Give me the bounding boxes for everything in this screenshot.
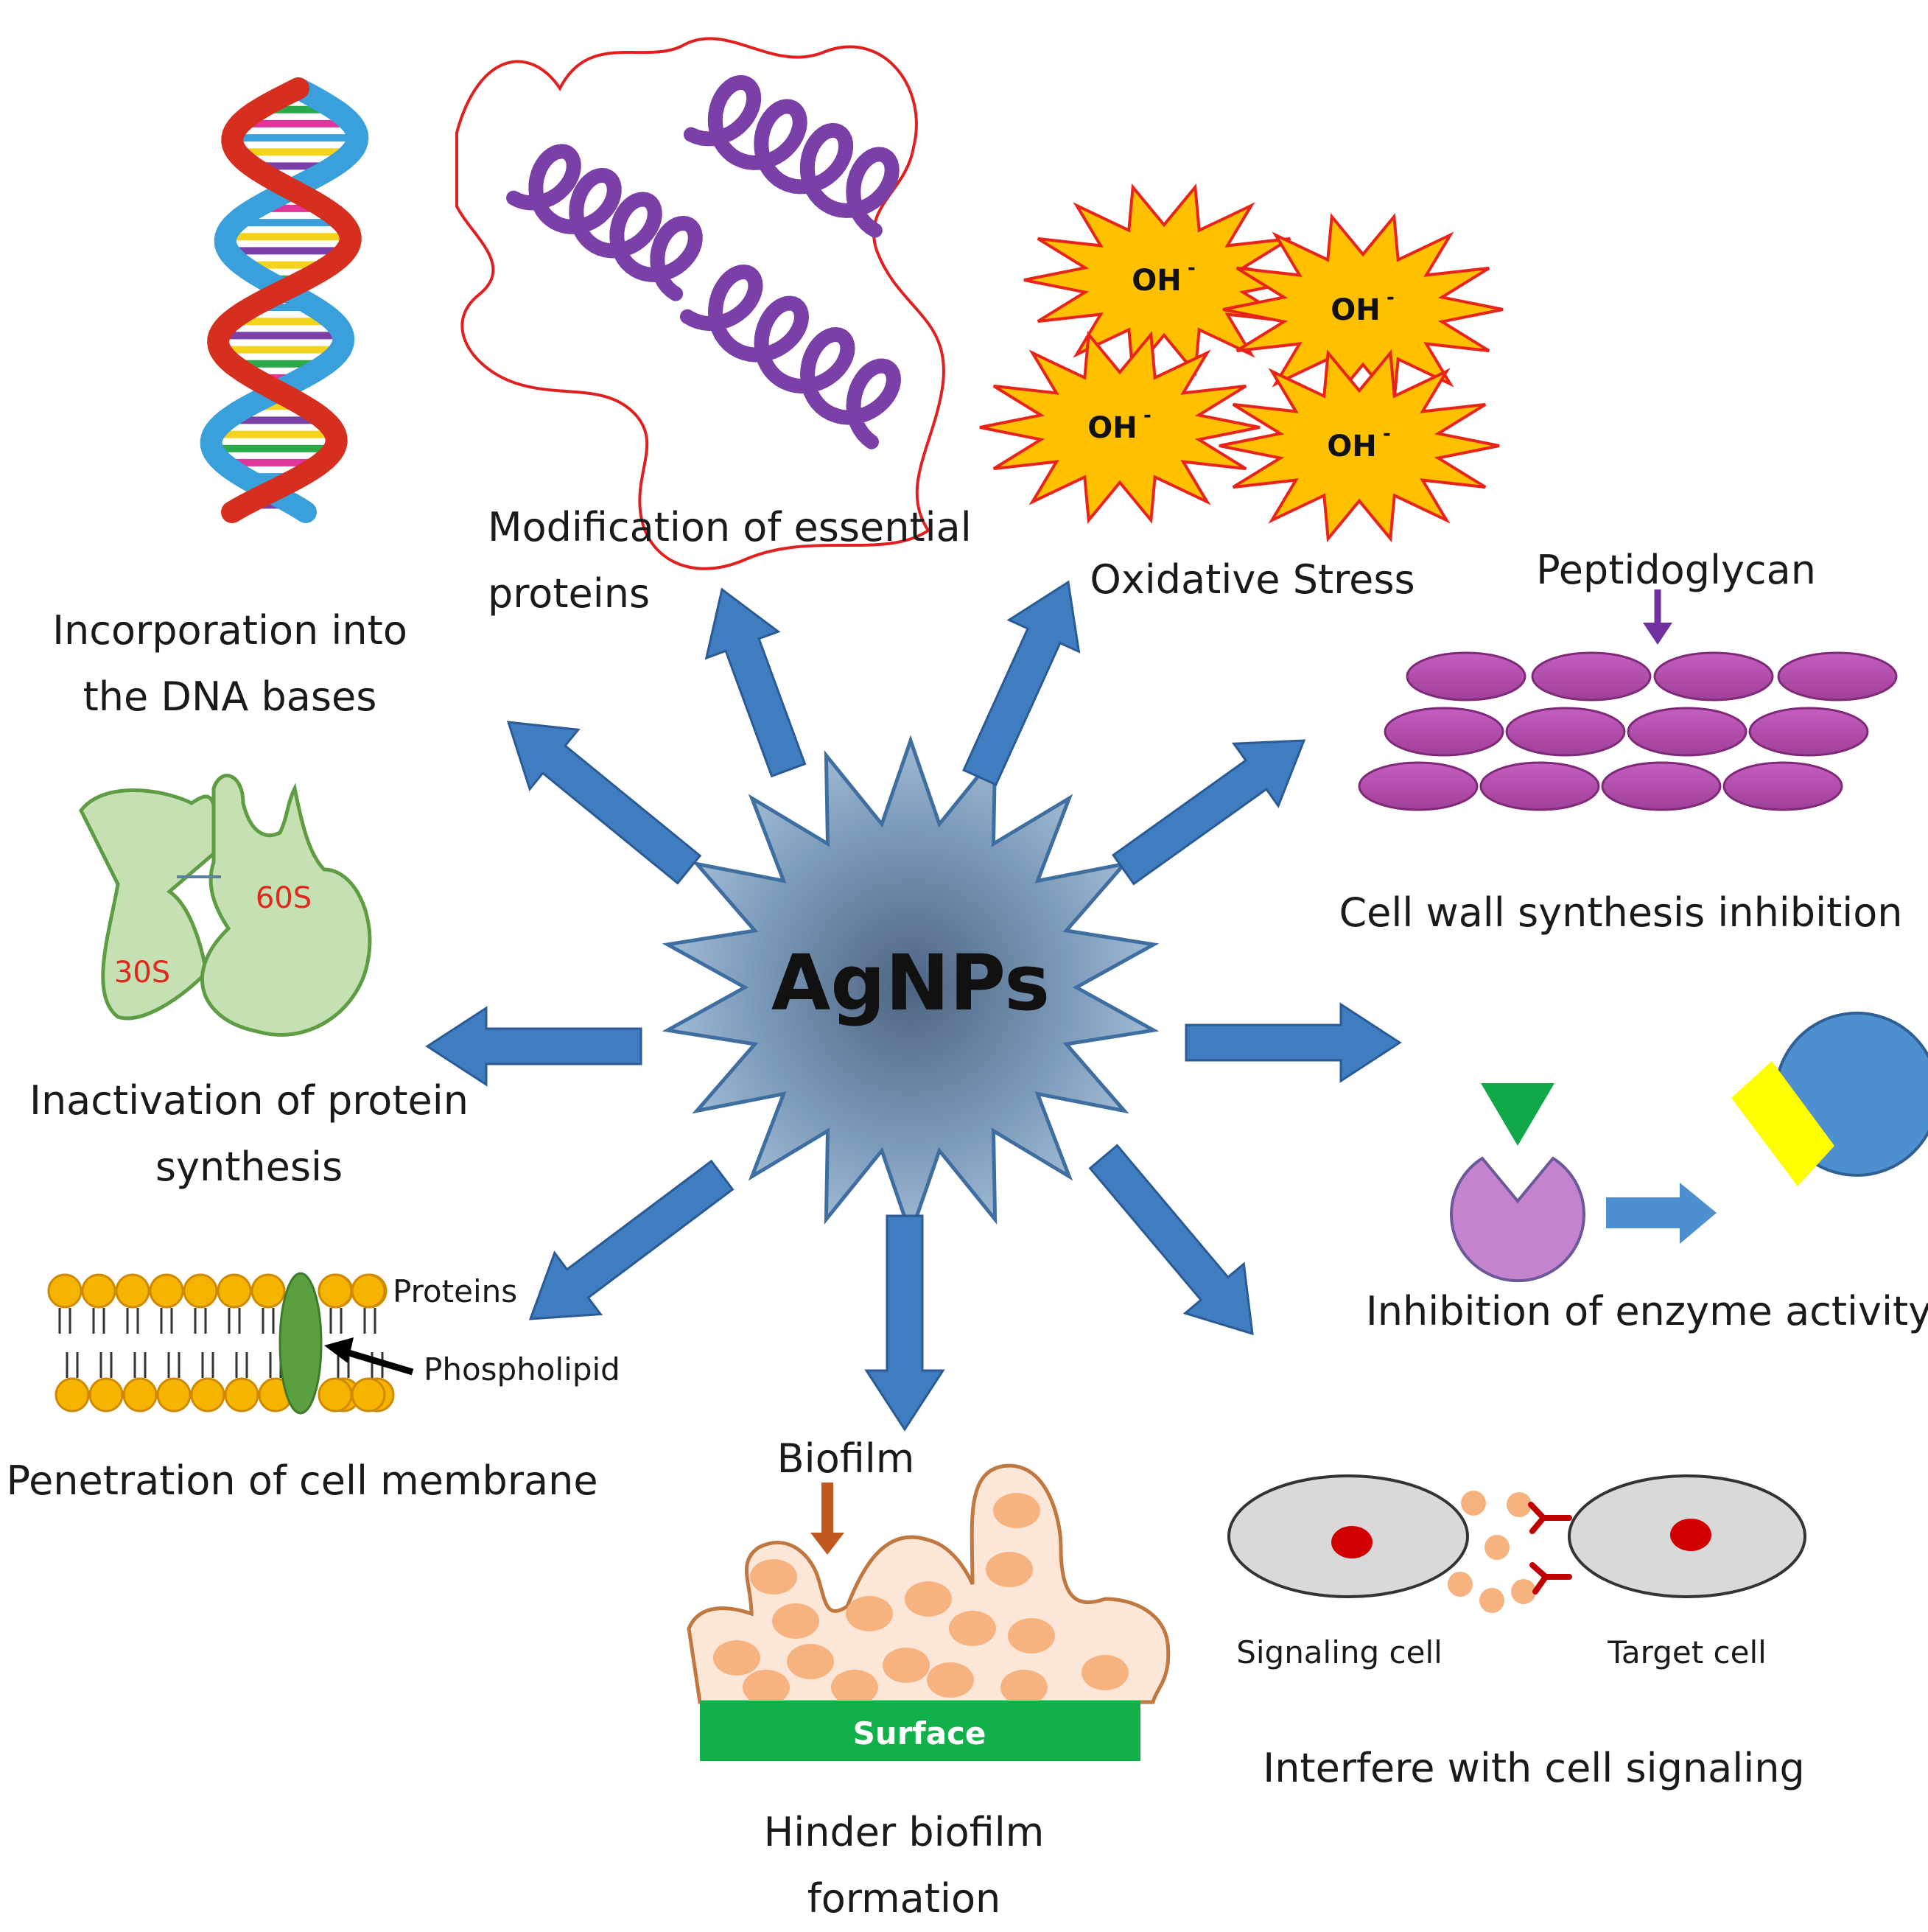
dna-helix-icon: [200, 77, 369, 523]
biofilm-icon: [687, 1463, 1171, 1761]
protein-structure-icon: [455, 37, 945, 570]
down-right-arrow: [1088, 1144, 1254, 1336]
hydroxyl-charge: -: [1143, 405, 1151, 427]
hydroxyl-charge: -: [1383, 423, 1391, 445]
ribosome-60s-label: 60S: [256, 881, 312, 915]
hydroxyl-burst: [1219, 349, 1500, 543]
arrow-group: [425, 580, 1402, 1432]
signaling-label: Interfere with cell signaling: [1263, 1745, 1804, 1791]
peptidoglycan-layer-icon: [1358, 651, 1898, 811]
target-cell-label: Target cell: [1607, 1634, 1767, 1670]
oxidative-label: Oxidative Stress: [1090, 556, 1415, 603]
membrane-protein-icon: [278, 1272, 323, 1415]
cell-signaling-icon: [1227, 1474, 1806, 1613]
center-label: AgNPs: [771, 938, 1050, 1028]
peptidoglycan-label: Peptidoglycan: [1536, 547, 1816, 593]
proteins-label-line2: proteins: [488, 570, 650, 617]
right-upper-arrow: [1112, 739, 1306, 886]
signaling-cell-label: Signaling cell: [1236, 1634, 1443, 1670]
enzyme-label: Inhibition of enzyme activity: [1366, 1288, 1928, 1334]
hydroxyl-radicals-icon: OH-OH-OH-OH-: [979, 183, 1504, 543]
synthesis-label-line2: synthesis: [155, 1144, 343, 1190]
hydroxyl-burst: [1222, 212, 1504, 407]
up-right-arrow: [962, 580, 1081, 786]
proteins-label-line1: Modification of essential: [488, 504, 972, 550]
cell-membrane-icon: [47, 1272, 414, 1415]
peptidoglycan-pointer-icon: [1643, 589, 1672, 645]
hydroxyl-label: OH: [1087, 411, 1137, 445]
down-left-arrow: [528, 1159, 735, 1320]
membrane-phospholipid-label: Phospholipid: [424, 1351, 620, 1387]
hydroxyl-label: OH: [1331, 293, 1380, 327]
biofilm-label-line2: formation: [807, 1875, 1000, 1922]
synthesis-label-line1: Inactivation of protein: [29, 1077, 469, 1124]
ribosome-30s-label: 30S: [114, 956, 170, 990]
hydroxyl-label: OH: [1132, 264, 1181, 298]
enzyme-inhibition-icon: [1450, 1011, 1928, 1283]
dna-label-line2: the DNA bases: [83, 673, 377, 720]
down-arrow: [864, 1214, 945, 1432]
surface-label: Surface: [853, 1715, 986, 1751]
left-upper-arrow: [506, 721, 702, 885]
membrane-label: Penetration of cell membrane: [6, 1457, 597, 1504]
cellwall-label: Cell wall synthesis inhibition: [1339, 889, 1902, 936]
biofilm-label: Biofilm: [777, 1435, 915, 1482]
right-arrow: [1185, 1002, 1402, 1083]
left-arrow: [425, 1006, 642, 1087]
dna-label-line1: Incorporation into: [52, 607, 407, 654]
hydroxyl-charge: -: [1387, 287, 1395, 309]
hydroxyl-label: OH: [1327, 430, 1376, 463]
biofilm-label-line1: Hinder biofilm: [764, 1809, 1045, 1855]
biofilm-pointer-icon: [810, 1483, 844, 1555]
hydroxyl-charge: -: [1188, 257, 1196, 279]
ribosome-icon: [79, 774, 372, 1037]
up-left-arrow: [704, 587, 807, 778]
membrane-proteins-label: Proteins: [393, 1273, 517, 1309]
hydroxyl-burst: [1023, 183, 1305, 377]
hydroxyl-burst: [979, 330, 1261, 525]
agnps-star: AgNPs: [662, 735, 1160, 1240]
